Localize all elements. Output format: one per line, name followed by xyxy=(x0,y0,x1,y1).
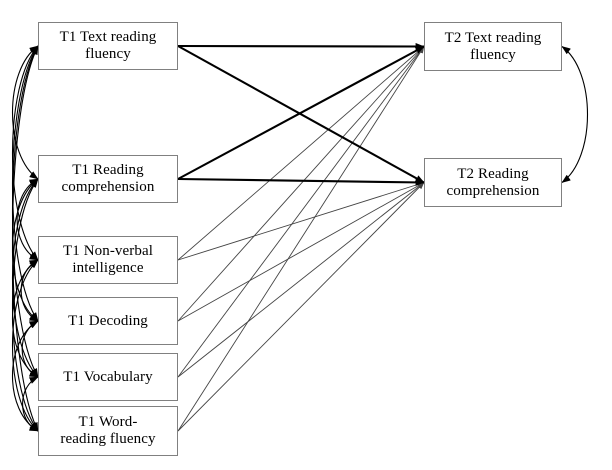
node-label: T2 Reading comprehension xyxy=(446,165,540,199)
node-label: T1 Text reading fluency xyxy=(59,29,157,62)
node-t1-reading-comprehension[interactable]: T1 Reading comprehension xyxy=(38,155,178,203)
path-nonverbal-to-t2-fluency xyxy=(177,46,425,261)
node-t1-word-reading-fluency[interactable]: T1 Word- reading fluency xyxy=(38,406,178,456)
cov-t1-decoding-vocabulary xyxy=(21,320,39,378)
node-t2-text-reading-fluency[interactable]: T2 Text reading fluency xyxy=(424,22,562,71)
autoregressive-crosslag-paths xyxy=(177,42,425,186)
node-label: T1 Reading comprehension xyxy=(61,162,155,195)
cov-t2-fluency-comprehension xyxy=(561,46,589,183)
cov-t1-nonverbal-wordreading xyxy=(12,259,39,432)
node-t1-text-reading-fluency[interactable]: T1 Text reading fluency xyxy=(38,22,178,70)
path-autoregressive-fluency xyxy=(177,42,425,50)
path-decoding-to-t2-fluency xyxy=(177,46,425,322)
node-t1-non-verbal-intelligence[interactable]: T1 Non-verbal intelligence xyxy=(38,236,178,284)
cov-t1-comprehension-decoding xyxy=(11,178,39,322)
node-label: T2 Text reading fluency xyxy=(444,29,542,63)
cov-t1-fluency-comprehension xyxy=(12,45,39,180)
node-t1-decoding[interactable]: T1 Decoding xyxy=(38,297,178,345)
path-vocabulary-to-t2-fluency xyxy=(177,46,425,378)
covariate-regression-paths xyxy=(177,46,425,432)
path-wordreading-to-t2-comprehension xyxy=(177,182,425,432)
path-decoding-to-t2-comprehension xyxy=(177,182,425,322)
path-crosslag-fluency-to-comprehension xyxy=(177,45,425,184)
cov-t1-fluency-nonverbal xyxy=(11,45,39,261)
node-t2-reading-comprehension[interactable]: T2 Reading comprehension xyxy=(424,158,562,207)
cov-t1-comprehension-vocabulary xyxy=(11,178,39,378)
cov-t1-comprehension-wordreading xyxy=(12,178,39,432)
covariance-arcs xyxy=(11,45,589,432)
node-t1-vocabulary[interactable]: T1 Vocabulary xyxy=(38,353,178,401)
cov-t1-decoding-wordreading xyxy=(12,320,39,432)
path-vocabulary-to-t2-comprehension xyxy=(177,182,425,378)
node-label: T1 Word- reading fluency xyxy=(60,414,156,447)
node-label: T1 Vocabulary xyxy=(63,368,153,385)
path-wordreading-to-t2-fluency xyxy=(177,46,425,432)
path-crosslag-comprehension-to-fluency xyxy=(177,45,425,180)
path-nonverbal-to-t2-comprehension xyxy=(177,181,425,261)
node-label: T1 Non-verbal intelligence xyxy=(62,243,154,276)
node-label: T1 Decoding xyxy=(68,312,148,329)
cov-t1-vocabulary-wordreading xyxy=(22,376,39,432)
path-autoregressive-comprehension xyxy=(177,177,425,186)
